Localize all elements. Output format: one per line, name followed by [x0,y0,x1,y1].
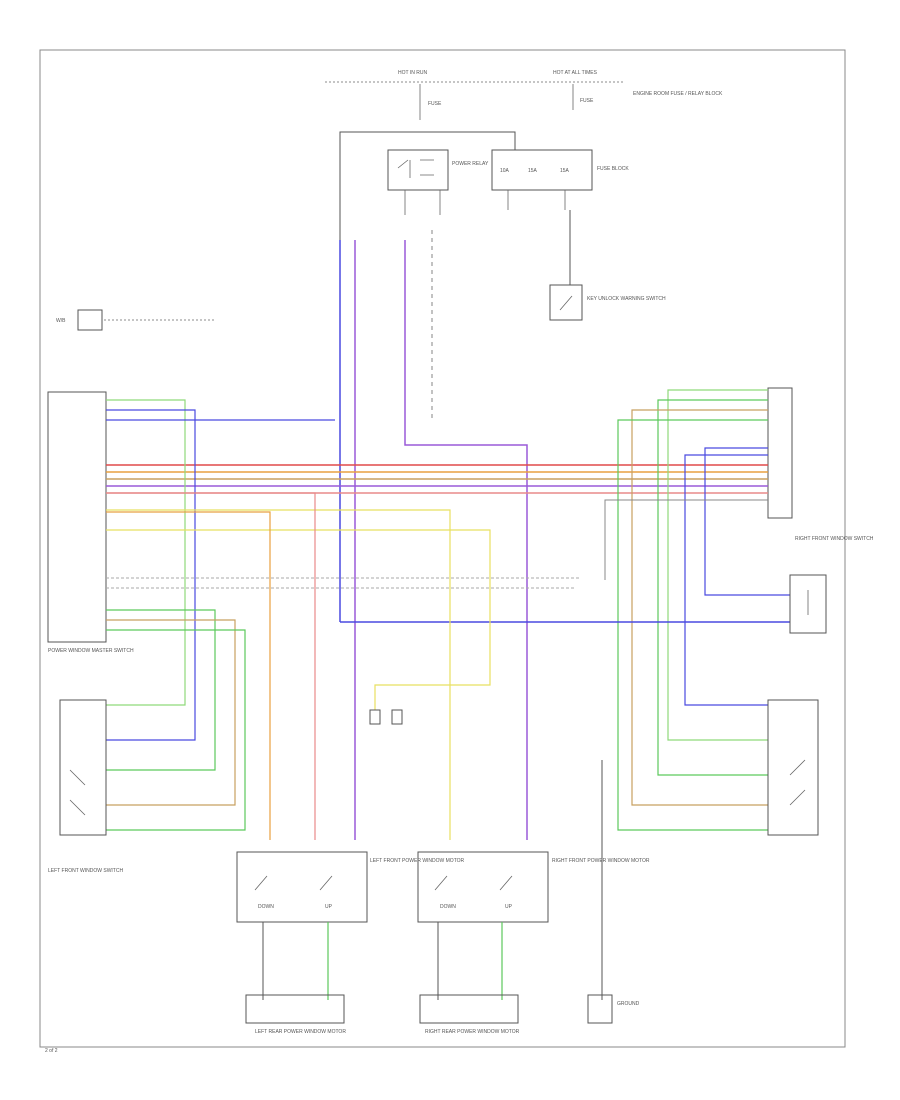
left-front-window-switch-label: LEFT FRONT WINDOW SWITCH [48,868,123,874]
power-relay [387,149,449,191]
right-green-wire-3 [617,419,768,831]
lower-green-wire-2 [106,629,246,831]
ground-lower-right [587,994,613,1024]
power-window-master-switch-label: POWER WINDOW MASTER SWITCH [48,648,134,654]
fuse-block-label: FUSE BLOCK [597,166,629,172]
left-front-power-window-motor-label: LEFT FRONT POWER WINDOW MOTOR [370,858,465,864]
fuse-left-label: FUSE [428,101,442,107]
svg-text:10A: 10A [500,168,510,174]
lower-tan-wire [106,619,236,806]
svg-text:UP: UP [325,904,333,910]
key-unlock-warning-switch-label: KEY UNLOCK WARNING SWITCH [587,296,666,302]
orange-motor-wire [106,511,271,840]
power-window-master-switch [47,391,107,643]
pink-motor-wire [106,492,316,840]
page-number: 2 of 2 [45,1048,58,1054]
left-front-window-switch [59,699,107,836]
right-front-window-switch [767,387,793,519]
ground-left-top [77,309,103,331]
right-front-window-switch-label: RIGHT FRONT WINDOW SWITCH [795,536,874,542]
svg-text:DOWN: DOWN [258,904,274,910]
right-rear-power-window-motor [419,994,519,1024]
svg-text:DOWN: DOWN [440,904,456,910]
diagram-border [39,49,846,1048]
fuse-right-label: FUSE [580,98,594,104]
right-rear-power-window-motor-label: RIGHT REAR POWER WINDOW MOTOR [425,1029,520,1035]
right-front-window-switch-body [767,699,819,836]
feed-wire [339,131,516,240]
svg-text:15A: 15A [528,168,538,174]
fuse-block [491,149,593,191]
relay-contact-symbol [397,159,434,178]
svg-text:W/B: W/B [56,318,66,324]
label-fuse-box-note: ENGINE ROOM FUSE / RELAY BLOCK [633,91,723,97]
blue-wire-upper [106,409,196,741]
right-green-wire [667,389,768,741]
right-gray-wire [604,499,768,580]
label-hot-at-all-times: HOT AT ALL TIMES [553,70,598,76]
left-front-power-window-motor [236,851,368,923]
left-rear-power-window-motor [245,994,345,1024]
svg-text:15A: 15A [560,168,570,174]
svg-text:UP: UP [505,904,513,910]
right-rear-switch-box [789,574,827,634]
violet-branch-wire [404,240,528,840]
right-tan-wire [631,409,768,806]
right-front-power-window-motor-label: RIGHT FRONT POWER WINDOW MOTOR [552,858,650,864]
yellow-wire-2 [106,529,491,710]
key-unlock-warning-switch [549,284,583,321]
green-wire-upper [106,399,186,706]
left-rear-power-window-motor-label: LEFT REAR POWER WINDOW MOTOR [255,1029,346,1035]
right-green-wire-2 [657,399,768,776]
label-hot-in-run: HOT IN RUN [398,70,427,76]
right-blue-wire-2 [684,454,768,706]
right-front-power-window-motor [417,851,549,923]
power-relay-label: POWER RELAY [452,161,489,167]
yellow-wire-1 [106,509,451,840]
lower-green-wire [106,609,216,771]
ground-right-label: GROUND [617,1001,640,1007]
right-blue-wire [704,447,790,596]
